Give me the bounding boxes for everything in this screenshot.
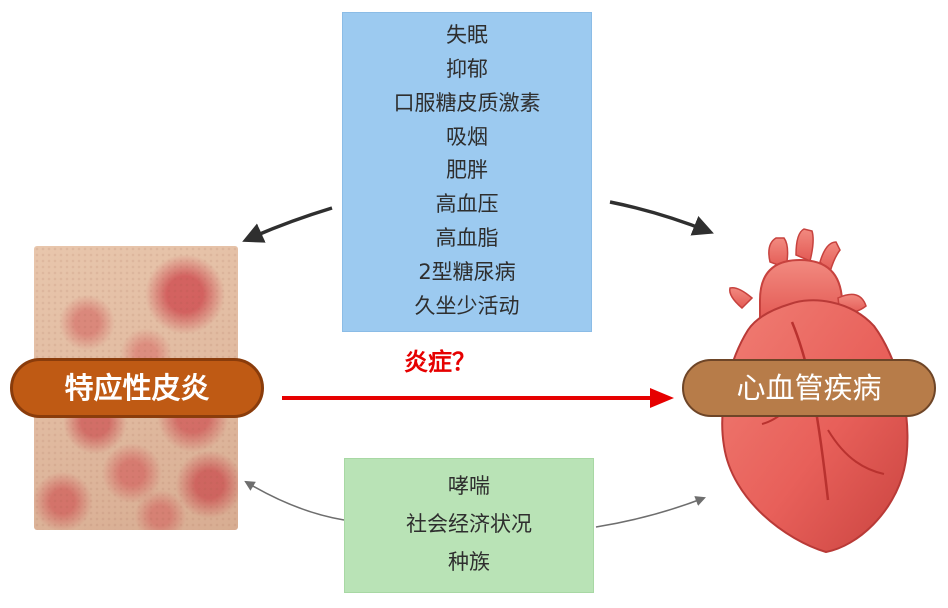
risk-factor-item: 口服糖皮质激素: [393, 90, 541, 115]
risk-factor-item: 失眠: [446, 23, 488, 48]
risk-factor-item: 吸烟: [446, 124, 488, 149]
risk-factor-item: 高血脂: [435, 225, 499, 250]
inflammation-label: 炎症？: [404, 348, 476, 376]
confounder-item: 哮喘: [448, 473, 490, 498]
risk-factor-item: 2型糖尿病: [418, 259, 516, 284]
cardiovascular-disease-label: 心血管疾病: [682, 359, 936, 417]
confounder-item: 社会经济状况: [406, 511, 532, 536]
arrow-to-dermatitis: [242, 206, 333, 243]
risk-factor-item: 肥胖: [446, 158, 488, 183]
risk-factor-item: 抑郁: [446, 57, 488, 82]
arrow-confounder-to-dermatitis: [244, 480, 345, 521]
atopic-dermatitis-label: 特应性皮炎: [10, 358, 264, 418]
risk-factor-item: 高血压: [435, 192, 499, 217]
inflammation-arrow-head: [650, 388, 674, 408]
arrow-confounder-to-cvd: [595, 496, 706, 528]
risk-factor-item: 久坐少活动: [414, 293, 520, 318]
arrow-to-cvd: [609, 200, 714, 236]
shared-risk-factors-box: 失眠 抑郁 口服糖皮质激素 吸烟 肥胖 高血压 高血脂 2型糖尿病 久坐少活动: [342, 12, 592, 332]
confounders-box: 哮喘 社会经济状况 种族: [344, 458, 594, 593]
confounder-item: 种族: [448, 550, 490, 575]
